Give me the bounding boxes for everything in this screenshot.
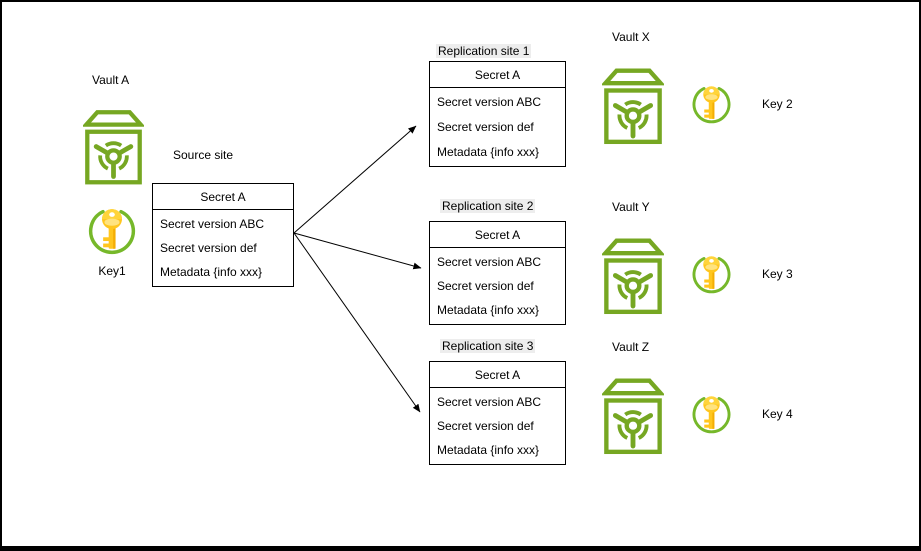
key2-label: Key 2 bbox=[762, 97, 793, 111]
rep3-secret-table: Secret A Secret version ABC Secret versi… bbox=[429, 361, 566, 465]
vault-z-label: Vault Z bbox=[612, 340, 650, 354]
table-row: Metadata {info xxx} bbox=[160, 265, 263, 279]
rep1-secret-table-header: Secret A bbox=[430, 62, 565, 88]
key3-icon bbox=[692, 254, 731, 294]
source-secret-table-header: Secret A bbox=[153, 184, 293, 210]
source-site-label: Source site bbox=[173, 148, 234, 162]
table-row: Secret version def bbox=[437, 279, 534, 293]
table-row: Secret version def bbox=[437, 419, 534, 433]
key4-label: Key 4 bbox=[762, 407, 793, 421]
key4-icon bbox=[692, 394, 731, 434]
table-row: Secret version ABC bbox=[437, 95, 542, 110]
key1-icon bbox=[88, 207, 136, 255]
replication-site-2-label: Replication site 2 bbox=[440, 199, 536, 213]
table-row: Metadata {info xxx} bbox=[437, 144, 540, 159]
vault-x-icon bbox=[602, 66, 664, 146]
table-row: Metadata {info xxx} bbox=[437, 443, 540, 457]
vault-a-icon bbox=[83, 108, 144, 186]
rep3-secret-table-header: Secret A bbox=[430, 362, 565, 388]
replication-site-1-label: Replication site 1 bbox=[436, 44, 532, 58]
source-secret-table-body: Secret version ABC Secret version def Me… bbox=[153, 210, 293, 286]
rep1-secret-table: Secret A Secret version ABC Secret versi… bbox=[429, 61, 566, 167]
rep2-secret-table-header: Secret A bbox=[430, 222, 565, 248]
vault-x-label: Vault X bbox=[612, 30, 650, 44]
table-row: Secret version ABC bbox=[437, 255, 542, 269]
arrow-source-to-rep3 bbox=[293, 232, 421, 413]
arrow-source-to-rep1 bbox=[293, 125, 417, 234]
vault-y-icon bbox=[602, 236, 664, 316]
table-row: Secret version def bbox=[160, 241, 257, 255]
rep2-secret-table: Secret A Secret version ABC Secret versi… bbox=[429, 221, 566, 325]
vault-y-label: Vault Y bbox=[612, 200, 650, 214]
rep2-secret-table-body: Secret version ABC Secret version def Me… bbox=[430, 248, 565, 324]
arrow-source-to-rep2 bbox=[293, 232, 422, 270]
key2-icon bbox=[692, 84, 731, 124]
vault-z-icon bbox=[602, 376, 664, 456]
rep3-secret-table-body: Secret version ABC Secret version def Me… bbox=[430, 388, 565, 464]
vault-a-label: Vault A bbox=[92, 73, 130, 87]
key1-label: Key1 bbox=[98, 264, 126, 278]
source-secret-table: Secret A Secret version ABC Secret versi… bbox=[152, 183, 294, 287]
replication-site-3-label: Replication site 3 bbox=[440, 339, 536, 353]
table-row: Metadata {info xxx} bbox=[437, 303, 540, 317]
key3-label: Key 3 bbox=[762, 267, 793, 281]
table-row: Secret version def bbox=[437, 119, 534, 134]
table-row: Secret version ABC bbox=[437, 395, 542, 409]
rep1-secret-table-body: Secret version ABC Secret version def Me… bbox=[430, 88, 565, 166]
table-row: Secret version ABC bbox=[160, 217, 265, 231]
